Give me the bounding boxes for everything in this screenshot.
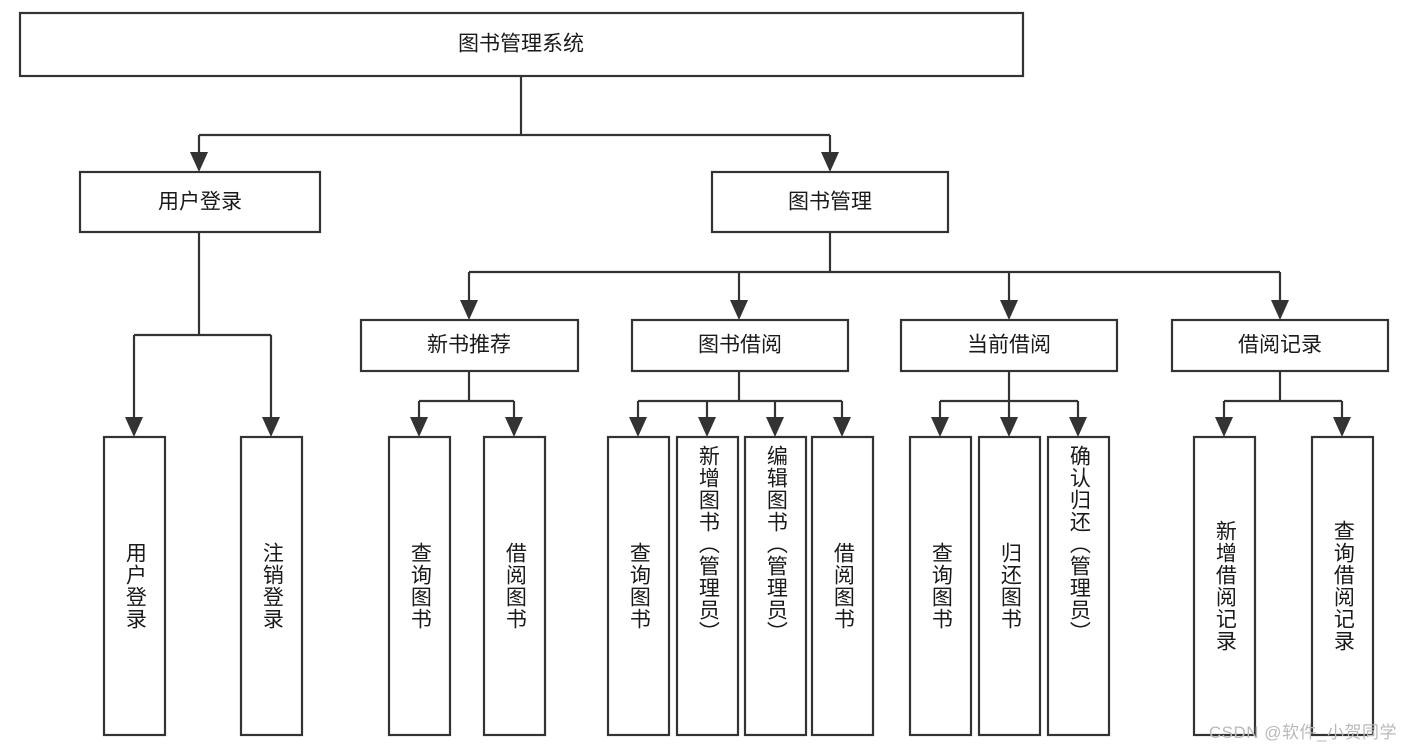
label-book-manage: 图书管理 <box>788 191 872 214</box>
label-new-book-rec: 新书推荐 <box>427 334 511 357</box>
leaf-box-user-login-1[interactable] <box>239 435 304 737</box>
arrow-head-borrow-record <box>1271 300 1289 320</box>
node-box-layer <box>18 11 1390 737</box>
leaf-box-book-borrow-2[interactable] <box>743 435 808 737</box>
leaf-box-book-borrow-3[interactable] <box>810 435 875 737</box>
label-user-login: 用户登录 <box>158 191 242 214</box>
leaf-box-new-book-rec-0[interactable] <box>387 435 452 737</box>
leaf-box-new-book-rec-1[interactable] <box>482 435 547 737</box>
arrow-head-leaf-current-borrow-0 <box>931 417 949 437</box>
leaf-box-current-borrow-0[interactable] <box>908 435 973 737</box>
node-label-layer: 图书管理系统 用户登录 图书管理 新书推荐 图书借阅 当前借阅 借阅记录 <box>158 33 1322 357</box>
arrow-head-leaf-user-login-0 <box>125 417 143 437</box>
watermark-text: CSDN @软件_小贺同学 <box>1208 723 1397 742</box>
arrow-head-leaf-current-borrow-1 <box>1000 417 1018 437</box>
node-new-book-rec[interactable] <box>359 318 580 373</box>
arrow-head-leaf-book-borrow-3 <box>833 417 851 437</box>
arrow-head-user-login <box>190 152 208 172</box>
connector-layer <box>125 76 1351 437</box>
leaf-box-book-borrow-0[interactable] <box>606 435 671 737</box>
node-root[interactable] <box>18 11 1025 78</box>
arrow-head-leaf-borrow-record-0 <box>1215 417 1233 437</box>
leaf-box-borrow-record-0[interactable] <box>1192 435 1257 737</box>
arrow-head-leaf-borrow-record-1 <box>1333 417 1351 437</box>
label-borrow-record: 借阅记录 <box>1238 334 1322 357</box>
label-book-borrow: 图书借阅 <box>698 334 782 357</box>
arrow-head-book-manage <box>821 152 839 172</box>
leaf-box-user-login-0[interactable] <box>102 435 167 737</box>
leaf-box-borrow-record-1[interactable] <box>1310 435 1375 737</box>
arrow-head-current-borrow <box>1000 300 1018 320</box>
node-book-borrow[interactable] <box>630 318 850 373</box>
leaf-box-current-borrow-2[interactable] <box>1046 435 1111 737</box>
arrow-head-leaf-user-login-1 <box>262 417 280 437</box>
leaf-box-book-borrow-1[interactable] <box>675 435 740 737</box>
label-current-borrow: 当前借阅 <box>967 334 1051 357</box>
leaf-box-current-borrow-1[interactable] <box>977 435 1042 737</box>
arrow-head-leaf-book-borrow-1 <box>698 417 716 437</box>
node-borrow-record[interactable] <box>1170 318 1390 373</box>
arrow-head-new-book-rec <box>460 300 478 320</box>
node-current-borrow[interactable] <box>899 318 1119 373</box>
arrow-head-leaf-new-book-1 <box>505 417 523 437</box>
node-book-manage[interactable] <box>710 170 950 234</box>
label-root: 图书管理系统 <box>458 33 584 56</box>
arrow-head-leaf-new-book-0 <box>410 417 428 437</box>
arrow-head-book-borrow <box>730 300 748 320</box>
arrow-head-leaf-current-borrow-2 <box>1069 417 1087 437</box>
arrow-head-leaf-book-borrow-2 <box>766 417 784 437</box>
node-user-login[interactable] <box>78 170 322 234</box>
arrow-head-leaf-book-borrow-0 <box>629 417 647 437</box>
